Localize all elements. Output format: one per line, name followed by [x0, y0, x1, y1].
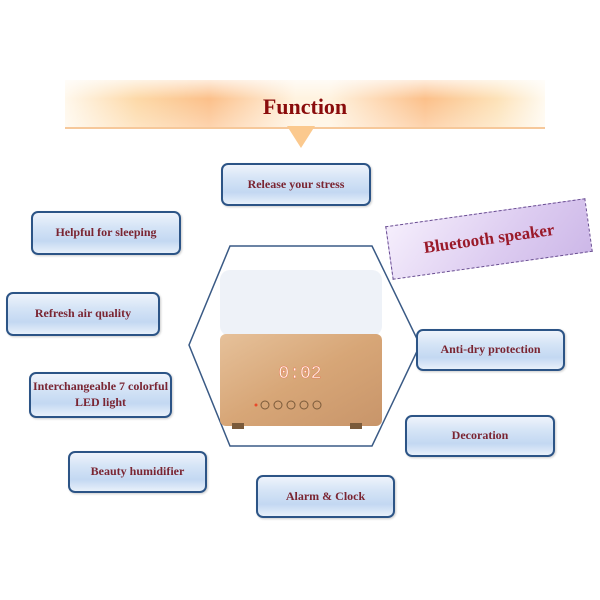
feature-helpful-sleeping: Helpful for sleeping [31, 211, 181, 255]
feature-alarm-clock: Alarm & Clock [256, 475, 395, 518]
arrow-down-icon [287, 126, 315, 148]
function-banner [65, 80, 545, 129]
clock-display: 0:02 [278, 364, 321, 384]
diffuser-base [220, 334, 382, 426]
feature-refresh-air: Refresh air quality [6, 292, 160, 336]
feature-decoration: Decoration [405, 415, 555, 457]
feature-release-stress: Release your stress [221, 163, 371, 206]
banner-title: Function [262, 94, 348, 119]
diffuser-top [220, 270, 382, 336]
feature-beauty-humidifier: Beauty humidifier [68, 451, 207, 493]
feature-anti-dry: Anti-dry protection [416, 329, 565, 371]
feature-led-light: Interchangeable 7 colorful LED light [29, 372, 172, 418]
